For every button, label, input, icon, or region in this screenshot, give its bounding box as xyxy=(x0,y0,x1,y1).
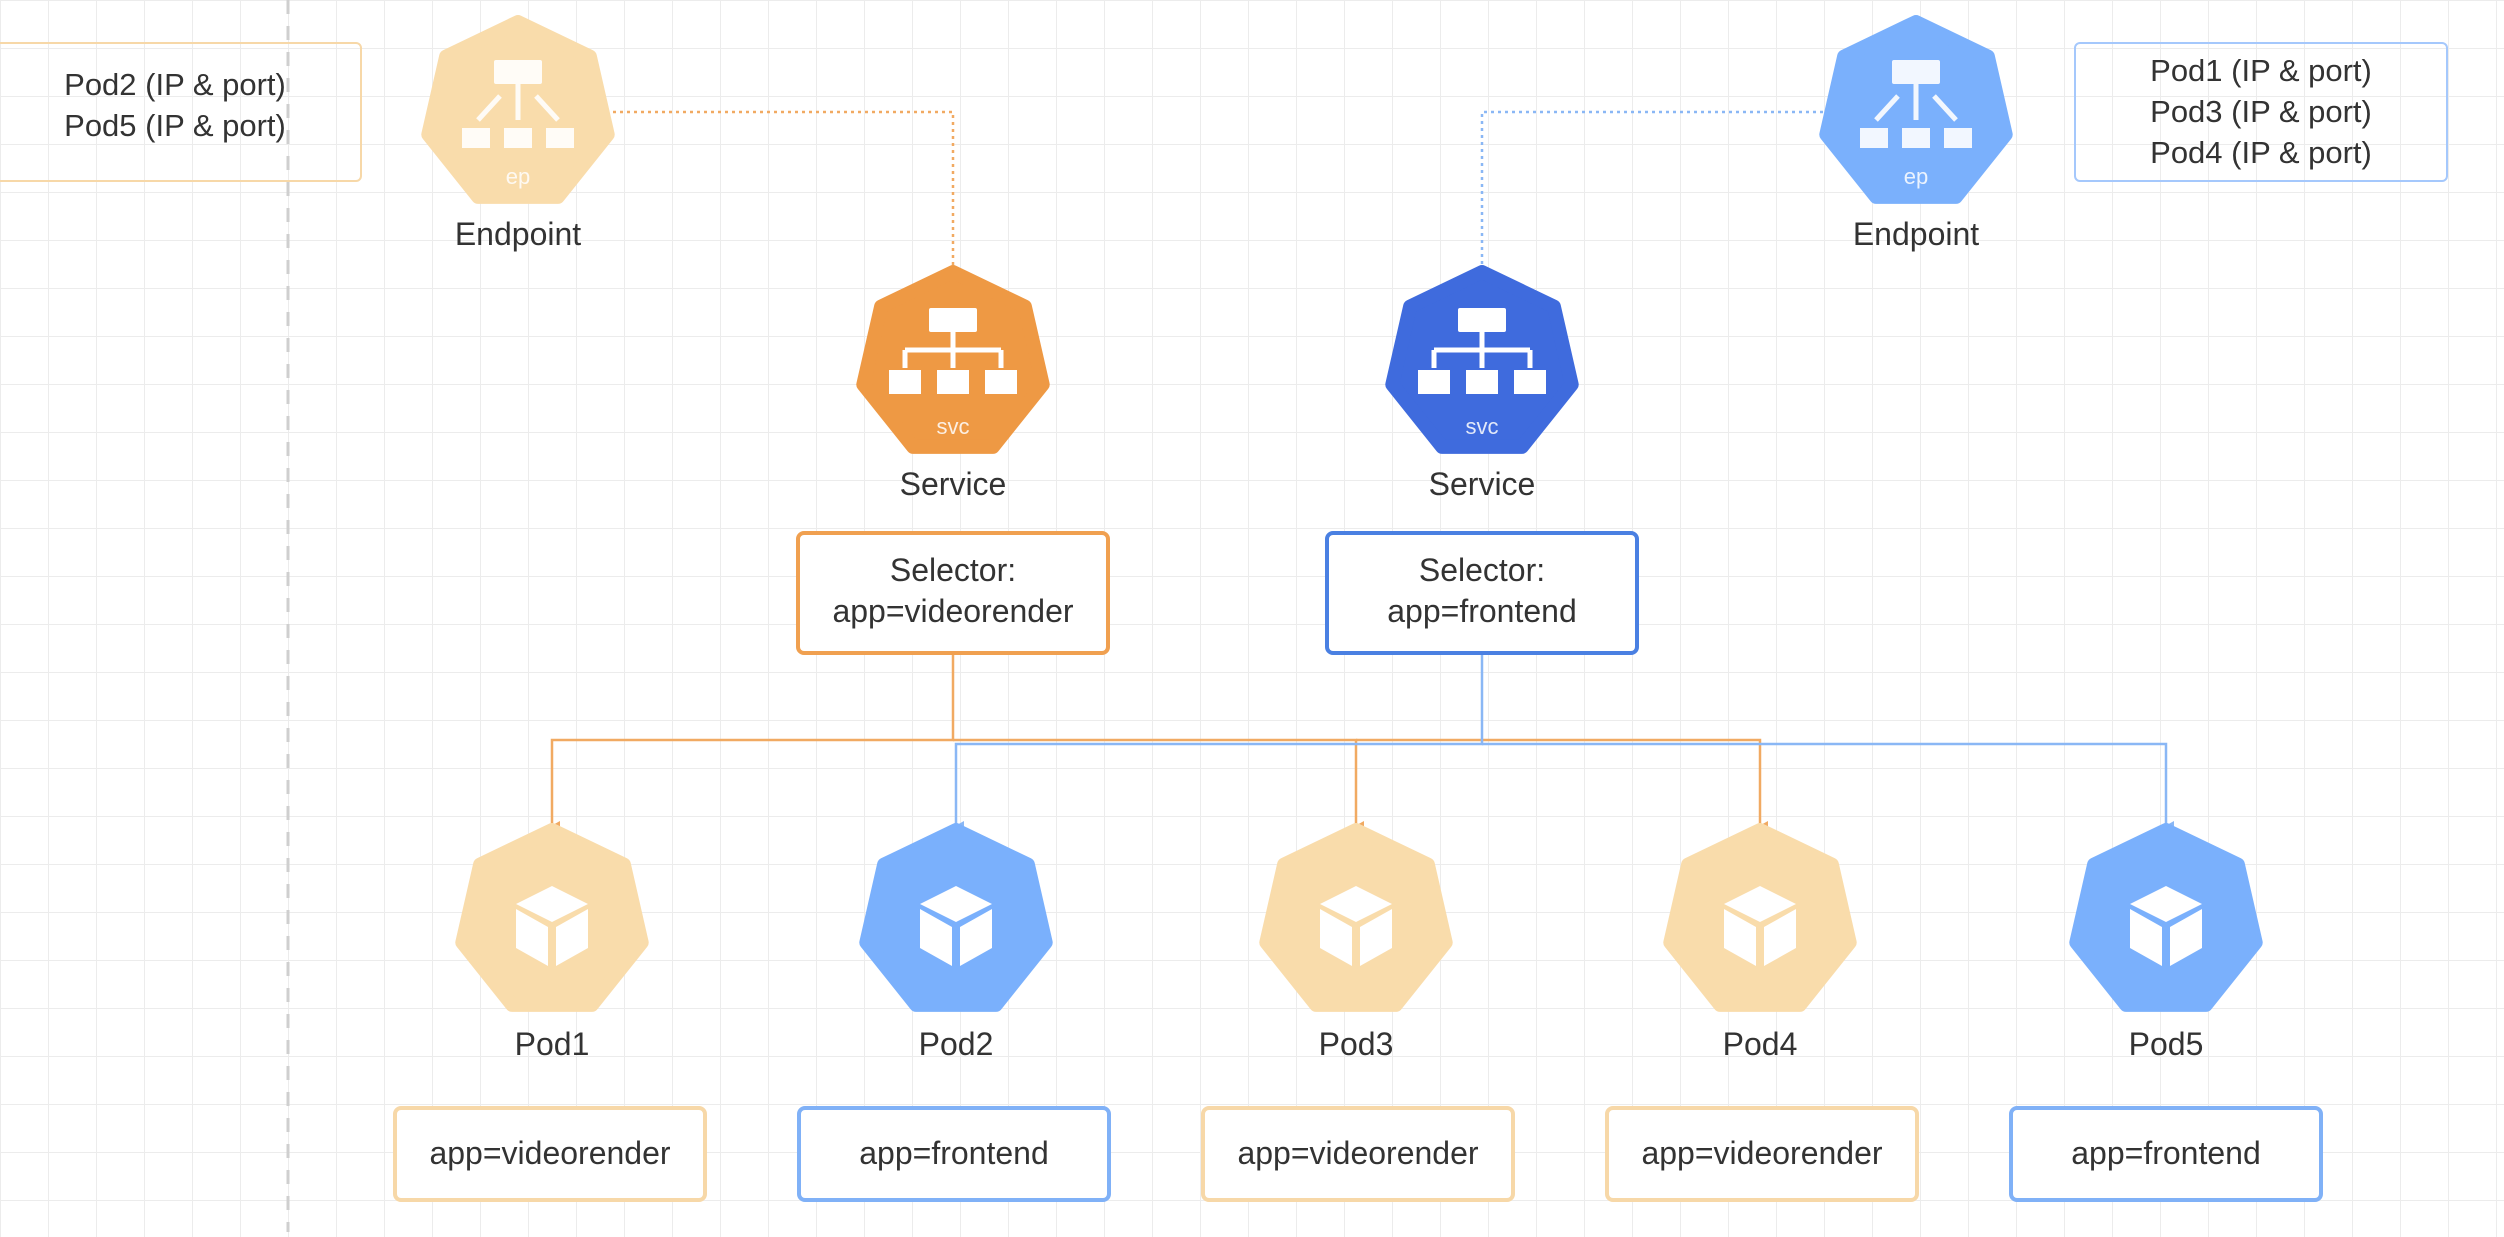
service-right[interactable]: svc Service xyxy=(1385,265,1579,502)
cube-face xyxy=(1724,886,1796,922)
cube-face xyxy=(2130,886,2202,922)
connector-svc-left-pod3 xyxy=(953,738,1364,831)
cube-icon xyxy=(2130,886,2202,966)
endpoint-glyph: ep xyxy=(462,60,574,189)
cube-icon xyxy=(1724,886,1796,966)
cube-face xyxy=(516,909,548,966)
pod-5[interactable]: Pod5 xyxy=(2069,823,2263,1062)
pod-label-box-2[interactable]: app=frontend xyxy=(797,1106,1111,1202)
connector-svc-right-pod5 xyxy=(1482,742,2174,831)
selector-title: Selector: xyxy=(889,552,1017,588)
cube-icon xyxy=(1320,886,1392,966)
selector-value: app=frontend xyxy=(1387,593,1577,629)
endpoint-address: Pod3 (IP & port) xyxy=(2150,94,2372,129)
service-glyph: svc xyxy=(1418,308,1546,439)
pod-1[interactable]: Pod1 xyxy=(455,823,649,1062)
connector-left-endpoint-service xyxy=(606,110,955,270)
pod-label-box-3[interactable]: app=videorender xyxy=(1201,1106,1515,1202)
service-glyph: svc xyxy=(889,308,1017,439)
endpoint-address: Pod2 (IP & port) xyxy=(64,67,286,102)
pod-3[interactable]: Pod3 xyxy=(1259,823,1453,1062)
selector-title: Selector: xyxy=(1418,552,1546,588)
connector-right-endpoint-service xyxy=(1480,110,1830,270)
service-glyph-text: svc xyxy=(1466,414,1499,439)
endpoint-left-addresses: Pod2 (IP & port) Pod5 (IP & port) xyxy=(0,42,362,182)
pod-label: Pod2 xyxy=(919,1026,994,1062)
service-glyph-text: svc xyxy=(937,414,970,439)
pod-4[interactable]: Pod4 xyxy=(1663,823,1857,1062)
cube-face xyxy=(960,909,992,966)
cube-face xyxy=(920,886,992,922)
service-left[interactable]: svc Service xyxy=(856,265,1050,502)
pod-label: Pod1 xyxy=(515,1026,590,1062)
endpoint-address: Pod4 (IP & port) xyxy=(2150,135,2372,170)
endpoint-address: Pod1 (IP & port) xyxy=(2150,53,2372,88)
cube-face xyxy=(1360,909,1392,966)
pod-label-box-1[interactable]: app=videorender xyxy=(393,1106,707,1202)
pod-2[interactable]: Pod2 xyxy=(859,823,1053,1062)
selector-box-right[interactable]: Selector: app=frontend xyxy=(1325,531,1639,655)
endpoint-glyph-text: ep xyxy=(506,164,530,189)
cube-face xyxy=(1724,909,1756,966)
cube-icon xyxy=(516,886,588,966)
cube-face xyxy=(516,886,588,922)
pod-label: Pod3 xyxy=(1319,1026,1394,1062)
pod-label-box-5[interactable]: app=frontend xyxy=(2009,1106,2323,1202)
pod-label: Pod5 xyxy=(2129,1026,2204,1062)
cube-face xyxy=(556,909,588,966)
endpoint-left[interactable]: ep Endpoint xyxy=(421,15,615,252)
endpoint-address: Pod5 (IP & port) xyxy=(64,108,286,143)
service-label: Service xyxy=(1429,466,1536,502)
cube-face xyxy=(920,909,952,966)
connector-svc-left-pod1 xyxy=(550,652,955,831)
selector-value: app=videorender xyxy=(832,593,1074,629)
connector-svc-left-pod4 xyxy=(1356,738,1768,831)
selector-box-left[interactable]: Selector: app=videorender xyxy=(796,531,1110,655)
cube-face xyxy=(1764,909,1796,966)
connector-svc-right-pod2 xyxy=(954,652,1484,831)
cube-face xyxy=(2170,909,2202,966)
service-label: Service xyxy=(900,466,1007,502)
cube-face xyxy=(1320,909,1352,966)
cube-face xyxy=(1320,886,1392,922)
cube-icon xyxy=(920,886,992,966)
pod-label: Pod4 xyxy=(1723,1026,1798,1062)
endpoint-glyph: ep xyxy=(1860,60,1972,189)
endpoint-glyph-text: ep xyxy=(1904,164,1928,189)
endpoint-right-addresses: Pod1 (IP & port) Pod3 (IP & port) Pod4 (… xyxy=(2074,42,2448,182)
endpoint-label: Endpoint xyxy=(455,216,581,252)
pod-label-box-4[interactable]: app=videorender xyxy=(1605,1106,1919,1202)
endpoint-label: Endpoint xyxy=(1853,216,1979,252)
cube-face xyxy=(2130,909,2162,966)
endpoint-right[interactable]: ep Endpoint xyxy=(1819,15,2013,252)
